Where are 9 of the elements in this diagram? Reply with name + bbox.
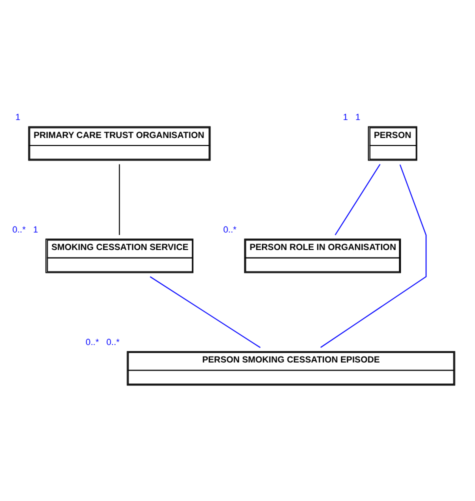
- connector: [320, 164, 427, 348]
- node-label: 0..* 0..*: [86, 336, 120, 346]
- connector: [118, 163, 120, 235]
- node-label: 0..* 1: [12, 224, 38, 234]
- connector: [334, 163, 381, 235]
- node-label: 1 1: [343, 112, 360, 122]
- connector: [150, 276, 261, 348]
- node-label: 1: [15, 112, 20, 122]
- node-label: 0..*: [223, 224, 237, 234]
